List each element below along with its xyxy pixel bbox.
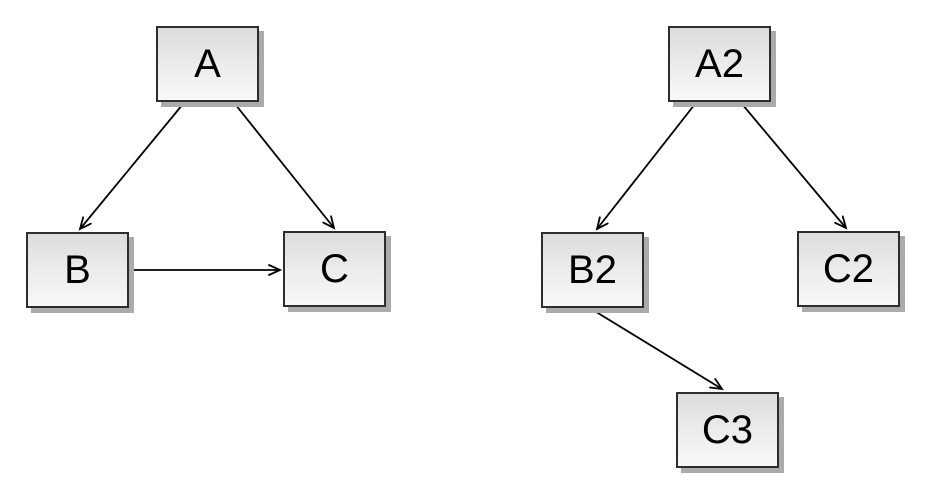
edge-A-C: [234, 103, 336, 230]
node-B2-label: B2: [568, 248, 617, 292]
node-C2[interactable]: C2: [797, 231, 900, 307]
node-A2[interactable]: A2: [668, 26, 771, 102]
edge-A2-B2: [595, 103, 696, 231]
node-C-label: C: [320, 247, 349, 291]
node-B[interactable]: B: [26, 232, 129, 308]
edge-A-B: [78, 103, 184, 231]
node-A-label: A: [194, 42, 221, 86]
node-C3-label: C3: [701, 408, 754, 452]
node-C[interactable]: C: [283, 231, 386, 307]
node-B-label: B: [64, 248, 91, 292]
edge-B2-C3: [592, 309, 724, 391]
node-C2-label: C2: [822, 247, 875, 291]
node-A[interactable]: A: [156, 26, 259, 102]
node-C3[interactable]: C3: [676, 392, 779, 468]
edge-A2-C2: [741, 103, 848, 230]
node-B2[interactable]: B2: [541, 232, 644, 308]
node-A2-label: A2: [695, 42, 744, 86]
